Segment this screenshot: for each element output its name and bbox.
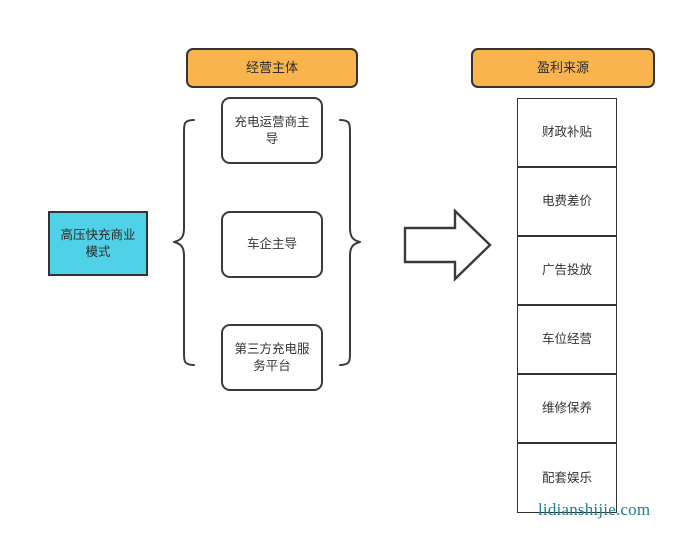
column-header-operating-entity: 经营主体: [186, 48, 358, 88]
profit-node-label: 维修保养: [541, 401, 592, 416]
left-curly-brace: [173, 119, 195, 366]
profit-node-fiscal-subsidy: 财政补贴: [517, 98, 617, 167]
profit-node-label: 电费差价: [541, 194, 592, 209]
column-header-profit-source: 盈利来源: [471, 48, 655, 88]
entity-node-label: 车企主导: [246, 237, 297, 252]
column-header-label: 经营主体: [245, 60, 298, 76]
column-header-label: 盈利来源: [536, 60, 589, 76]
root-node-label: 高压快充商业 模式: [60, 227, 136, 259]
profit-node-label: 财政补贴: [541, 125, 592, 140]
watermark-text: lidianshijie.com: [538, 500, 651, 519]
profit-node-maintenance: 维修保养: [517, 374, 617, 443]
profit-node-label: 配套娱乐: [541, 470, 592, 485]
entity-node-third-party-platform: 第三方充电服务平台: [221, 324, 323, 391]
profit-node-parking-operation: 车位经营: [517, 305, 617, 374]
right-curly-brace: [339, 119, 361, 366]
entity-node-label: 第三方充电服务平台: [234, 341, 310, 373]
entity-node-label: 充电运营商主导: [234, 114, 310, 146]
entity-node-automaker: 车企主导: [221, 211, 323, 278]
profit-node-entertainment: 配套娱乐: [517, 443, 617, 513]
root-node-business-model: 高压快充商业 模式: [48, 211, 148, 276]
profit-node-label: 车位经营: [541, 332, 592, 347]
profit-node-advertising: 广告投放: [517, 236, 617, 305]
right-arrow-icon: [403, 208, 492, 282]
entity-node-charging-operator: 充电运营商主导: [221, 97, 323, 164]
profit-node-electricity-price-spread: 电费差价: [517, 167, 617, 236]
profit-node-label: 广告投放: [541, 263, 592, 278]
